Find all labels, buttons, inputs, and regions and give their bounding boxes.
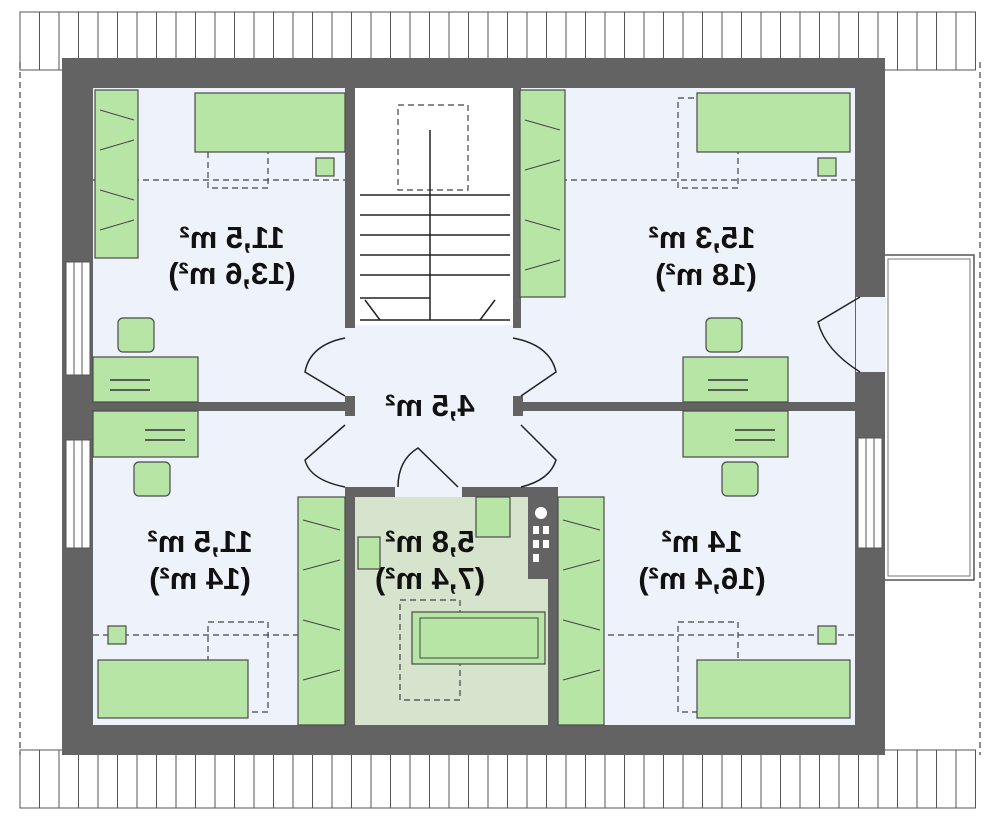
wardrobes: [94, 89, 605, 726]
area-label: 11,5 m²: [179, 220, 284, 255]
roof-tile: [877, 749, 898, 809]
roof-tile: [585, 749, 606, 809]
balcony: [883, 254, 975, 581]
roof-tile: [916, 11, 937, 71]
doors: [304, 296, 861, 488]
roof-tile: [234, 749, 255, 809]
roof-outline: [19, 62, 981, 755]
roof-tile: [292, 749, 313, 809]
roof-tile: [429, 749, 450, 809]
roof-tile: [897, 749, 918, 809]
roof-tile: [955, 749, 976, 809]
roof-tile: [156, 749, 177, 809]
roof-tile: [936, 749, 957, 809]
roof-tile: [370, 749, 391, 809]
area-total-label: (14 m²): [149, 561, 251, 596]
roof-slope-line: [93, 179, 855, 636]
staircase: [360, 104, 510, 321]
roof-tile: [273, 749, 294, 809]
roof-tile: [838, 749, 859, 809]
stair-area: [355, 88, 513, 325]
room-labels: 11,5 m² (13,6 m²) 15,3 m² (18 m²) 4,5 m²…: [147, 220, 765, 596]
roof-tile: [136, 749, 157, 809]
area-label: 11,5 m²: [147, 524, 252, 559]
roof-tile: [624, 749, 645, 809]
roof-tile: [19, 749, 40, 809]
roof-tile: [819, 749, 840, 809]
roof-tile: [39, 11, 60, 71]
roof-tile: [643, 749, 664, 809]
beds: [97, 92, 851, 719]
roof-tile: [780, 749, 801, 809]
area-total-label: (16,4 m²): [638, 561, 765, 596]
roof-tile: [916, 749, 937, 809]
roof-tile: [546, 749, 567, 809]
roof-tile: [799, 749, 820, 809]
area-total-label: (18 m²): [655, 257, 757, 292]
roof-tile: [19, 11, 40, 71]
bathroom-fixtures: [357, 496, 549, 701]
roof-tile: [409, 749, 430, 809]
area-total-label: (13,6 m²): [168, 256, 295, 291]
roof-tile: [331, 749, 352, 809]
roof-tile: [682, 749, 703, 809]
roof-tile: [175, 749, 196, 809]
roof-tile: [741, 749, 762, 809]
area-label: 4,5 m²: [385, 388, 475, 423]
roof-tile: [760, 749, 781, 809]
roof-tile: [858, 749, 879, 809]
roof-tile: [253, 749, 274, 809]
roof-tile: [312, 749, 333, 809]
roof-tile: [936, 11, 957, 71]
windows: [65, 261, 886, 549]
desks: [92, 317, 789, 497]
area-label: 15,3 m²: [649, 220, 756, 255]
roof-tiles: [19, 11, 976, 809]
roof-tile: [351, 749, 372, 809]
roof-tile: [97, 749, 118, 809]
roof-tile: [448, 749, 469, 809]
bathroom-floor: [355, 497, 548, 725]
area-total-label: (7,4 m²): [375, 561, 485, 596]
roof-tile: [565, 749, 586, 809]
roof-tile: [721, 749, 742, 809]
area-label: 14 m²: [662, 524, 743, 559]
roof-tile: [78, 749, 99, 809]
roof-tile: [702, 749, 723, 809]
roof-tile: [117, 749, 138, 809]
roof-tile: [39, 749, 60, 809]
roof-tile: [604, 749, 625, 809]
roof-tile: [468, 749, 489, 809]
roof-tile: [390, 749, 411, 809]
roof-tile: [487, 749, 508, 809]
roof-tile: [526, 749, 547, 809]
roof-tile: [663, 749, 684, 809]
roof-tile: [214, 749, 235, 809]
roof-tile: [507, 749, 528, 809]
roof-tile: [195, 749, 216, 809]
roof-tile: [955, 11, 976, 71]
roof-tile: [897, 11, 918, 71]
roof-tile: [58, 749, 79, 809]
area-label: 5,8 m²: [385, 524, 475, 559]
